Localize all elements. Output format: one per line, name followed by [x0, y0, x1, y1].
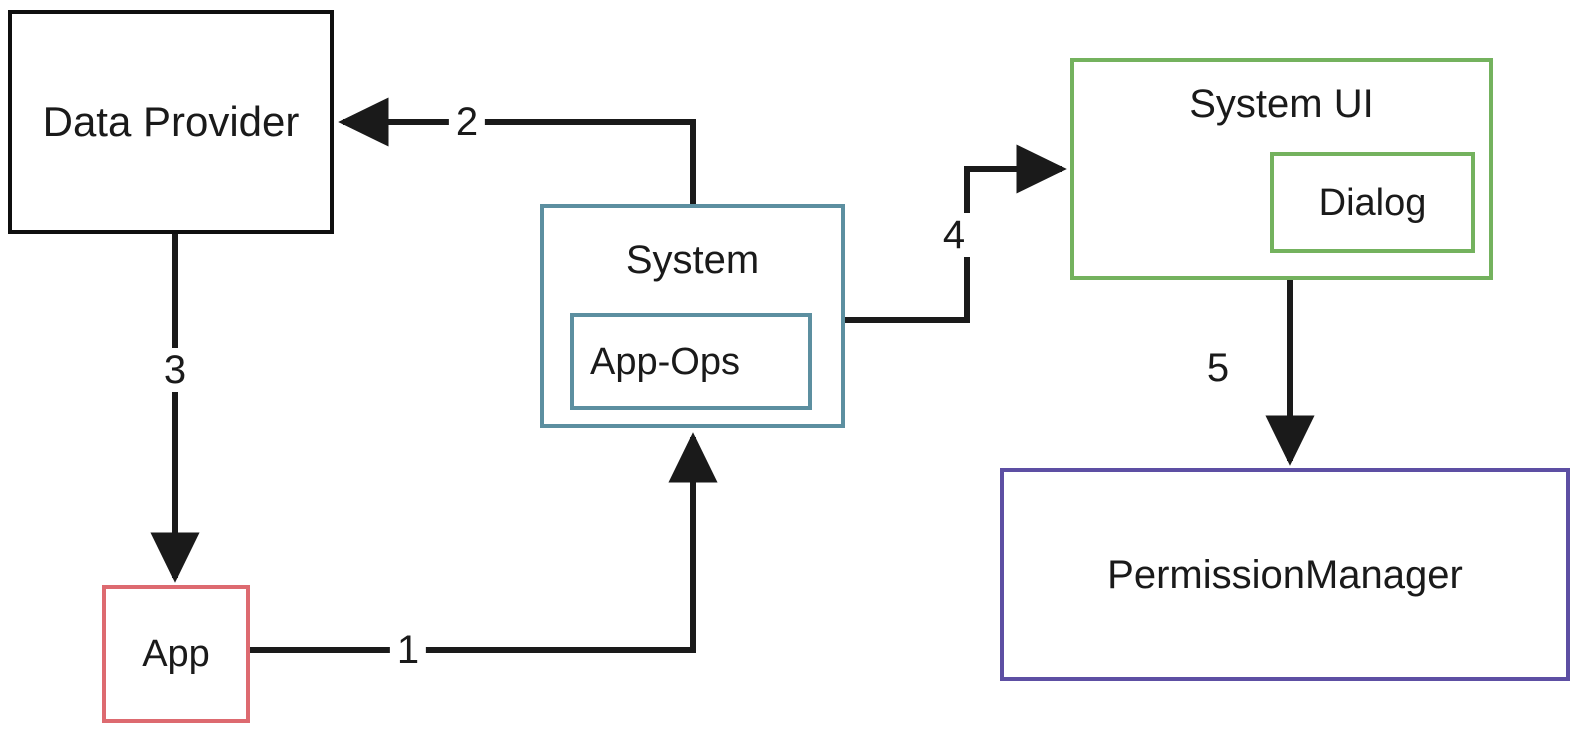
- edge-2-label: 2: [448, 100, 486, 144]
- node-permission-manager-label: PermissionManager: [1107, 552, 1463, 597]
- node-app-ops[interactable]: App-Ops: [570, 313, 812, 410]
- edge-4-label: 4: [935, 213, 973, 257]
- node-system-ui-label: System UI: [1189, 82, 1374, 126]
- node-app[interactable]: App: [102, 585, 250, 723]
- node-system-label: System: [625, 238, 760, 282]
- node-data-provider-label: Data Provider: [42, 98, 300, 145]
- edge-3-label: 3: [156, 348, 194, 392]
- edge-1-label: 1: [389, 628, 427, 672]
- edge-1-path: [250, 432, 718, 653]
- node-dialog[interactable]: Dialog: [1270, 152, 1475, 253]
- node-data-provider[interactable]: Data Provider: [8, 10, 334, 234]
- node-app-label: App: [142, 633, 210, 675]
- node-permission-manager[interactable]: PermissionManager: [1000, 468, 1570, 681]
- edge-2-path: [338, 97, 696, 204]
- node-dialog-label: Dialog: [1318, 181, 1427, 224]
- node-app-ops-label: App-Ops: [590, 340, 740, 383]
- edge-5-label: 5: [1199, 346, 1237, 390]
